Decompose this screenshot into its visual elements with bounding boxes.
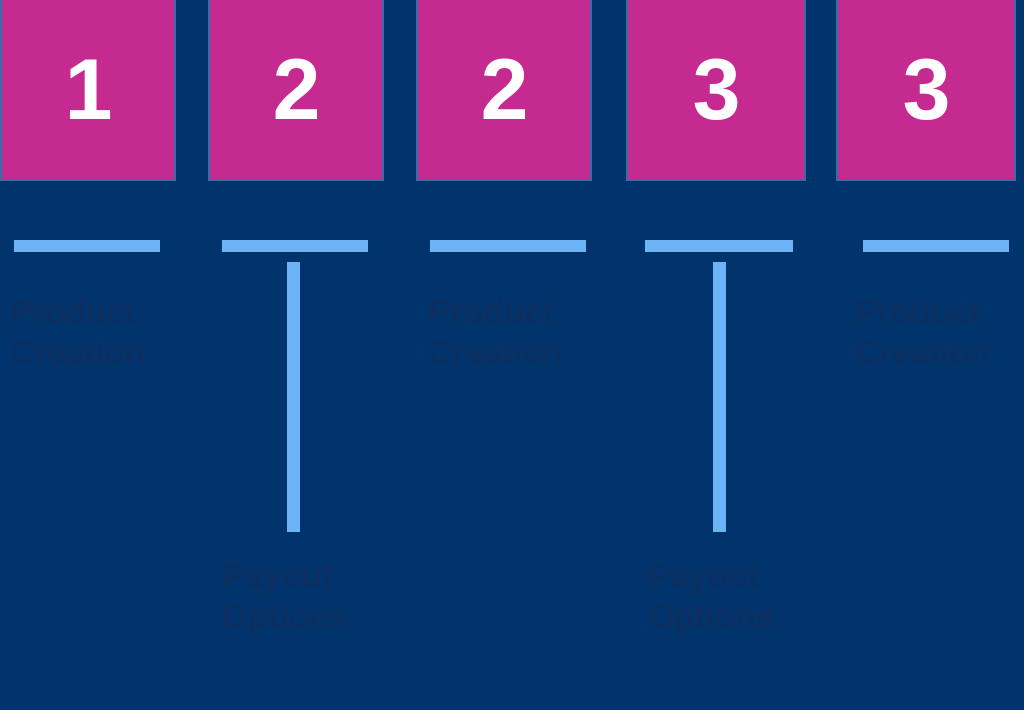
step-card-3[interactable]: 2 xyxy=(416,0,592,181)
step-bar-4 xyxy=(645,240,793,252)
step-number-5: 3 xyxy=(902,41,951,138)
step-card-5[interactable]: 3 xyxy=(836,0,1016,181)
step-card-1[interactable]: 1 xyxy=(0,0,176,181)
step-bar-3 xyxy=(430,240,586,252)
step-label-4: Payout Options xyxy=(648,557,774,637)
step-label-1: Product Creation xyxy=(10,293,145,373)
step-label-2: Payout Options xyxy=(222,557,348,637)
step-number-4: 3 xyxy=(692,41,741,138)
step-card-4[interactable]: 3 xyxy=(626,0,806,181)
step-number-2: 2 xyxy=(272,41,321,138)
step-bar-1 xyxy=(14,240,160,252)
connector-line-4 xyxy=(713,262,726,532)
step-label-5: Product Creation xyxy=(855,293,990,373)
step-number-3: 2 xyxy=(480,41,529,138)
step-number-1: 1 xyxy=(64,41,113,138)
step-bar-5 xyxy=(863,240,1009,252)
step-bar-2 xyxy=(222,240,368,252)
step-card-2[interactable]: 2 xyxy=(208,0,384,181)
connector-line-2 xyxy=(287,262,300,532)
step-label-3: Product Creation xyxy=(428,293,563,373)
